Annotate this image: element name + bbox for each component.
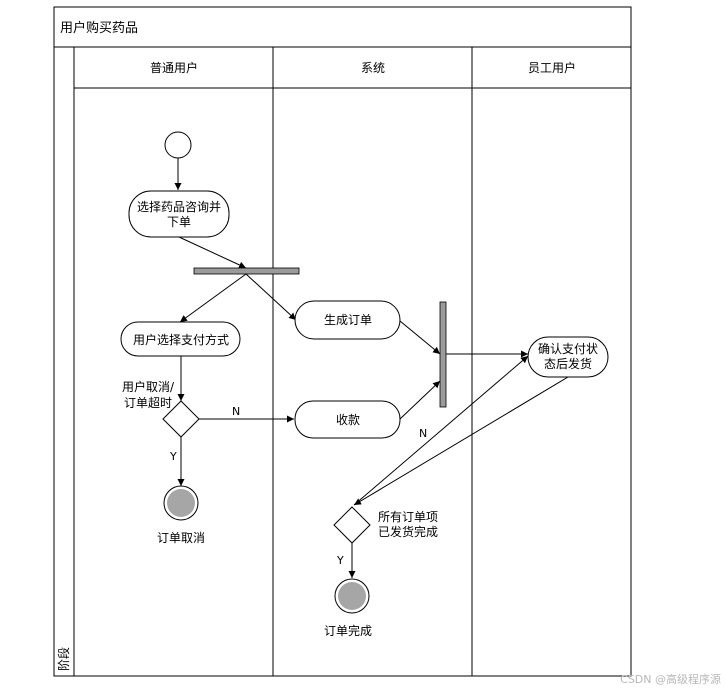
edge-fork-to-order (245, 273, 297, 321)
edge-select-to-fork (178, 236, 247, 269)
decision-all-shipped (333, 506, 371, 544)
all-shipped-line2: 已发货完成 (378, 524, 438, 539)
edge-label-n-right: N (419, 427, 427, 440)
initial-node (164, 131, 192, 159)
watermark: CSDN @高级程序源 (620, 672, 721, 686)
order-cancelled-label: 订单取消 (157, 531, 205, 545)
activity-collect-payment (294, 400, 401, 439)
activity-select-drug-line2: 下单 (167, 215, 191, 229)
edge-confirm-to-decision (353, 376, 569, 506)
activity-select-drug-line1: 选择药品咨询并 (137, 199, 221, 214)
activity-confirm-ship-line1: 确认支付状 (538, 342, 598, 356)
cancel-condition-line2: 订单超时 (124, 395, 172, 410)
activity-confirm-ship-line2: 态后发货 (544, 356, 592, 371)
activity-generate-order (294, 300, 401, 340)
edge-decision-loop-back (353, 355, 529, 506)
cancel-condition-line1: 用户取消/ (122, 379, 175, 394)
diagram-title: 用户购买药品 (60, 20, 138, 36)
edge-collect-to-join (399, 380, 441, 420)
final-node-cancel-inner (167, 489, 195, 517)
edge-label-n-left: N (232, 405, 240, 418)
phase-label: 阶段 (56, 647, 71, 671)
edge-fork-to-payment (179, 273, 247, 323)
edge-order-to-join (399, 320, 441, 355)
edge-label-y-left: Y (169, 450, 177, 463)
lane-header-user: 普通用户 (150, 60, 198, 75)
all-shipped-line1: 所有订单项 (378, 510, 438, 524)
lane-header-staff: 员工用户 (528, 60, 576, 75)
activity-select-payment-label: 用户选择支付方式 (133, 332, 229, 347)
edge-label-y-right: Y (336, 554, 344, 567)
fork-bar (193, 267, 300, 275)
activity-collect-payment-label: 收款 (336, 413, 360, 427)
diagram-frame (53, 6, 632, 677)
final-node-complete-inner (338, 582, 366, 610)
join-bar (439, 301, 447, 408)
order-complete-label: 订单完成 (324, 623, 372, 638)
lane-header-system: 系统 (361, 61, 385, 75)
activity-select-drug (128, 190, 230, 238)
activity-generate-order-label: 生成订单 (324, 313, 372, 327)
